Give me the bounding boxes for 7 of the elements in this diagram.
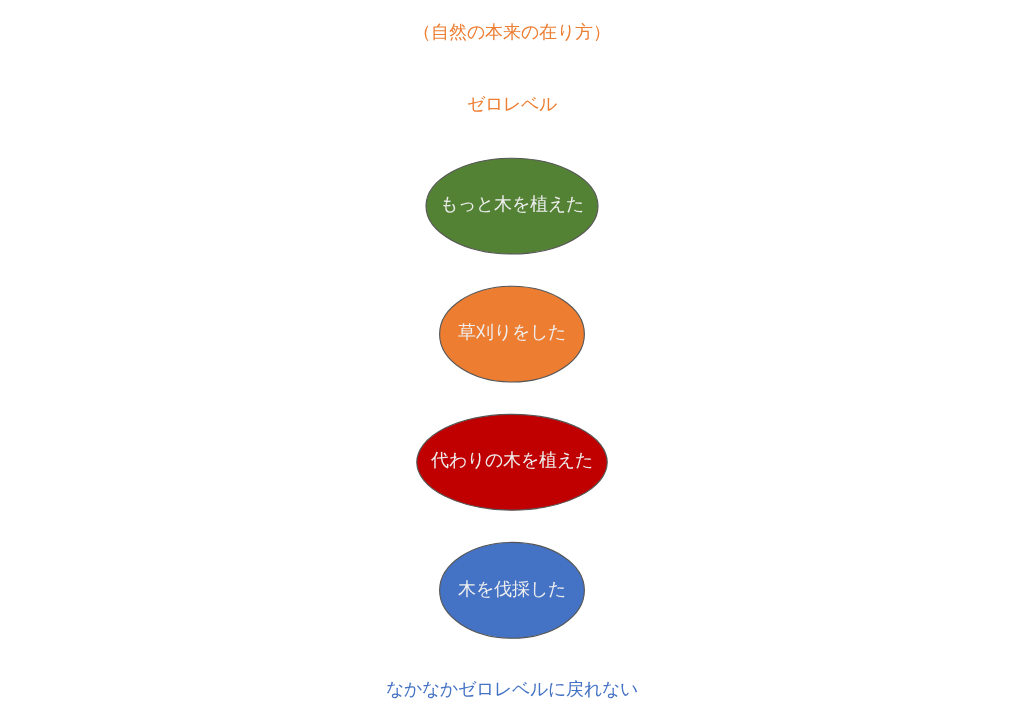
label: ゼロレベル xyxy=(467,93,557,115)
label: （自然の本来の在り方） xyxy=(413,20,611,42)
node-ellipse: 代わりの木を植えた xyxy=(416,413,608,511)
label: なかなかゼロレベルに戻れない xyxy=(386,677,638,699)
node-ellipse: 木を伐採した xyxy=(439,541,585,639)
node-ellipse: もっと木を植えた xyxy=(425,157,599,255)
node-ellipse: 草刈りをした xyxy=(439,285,585,383)
